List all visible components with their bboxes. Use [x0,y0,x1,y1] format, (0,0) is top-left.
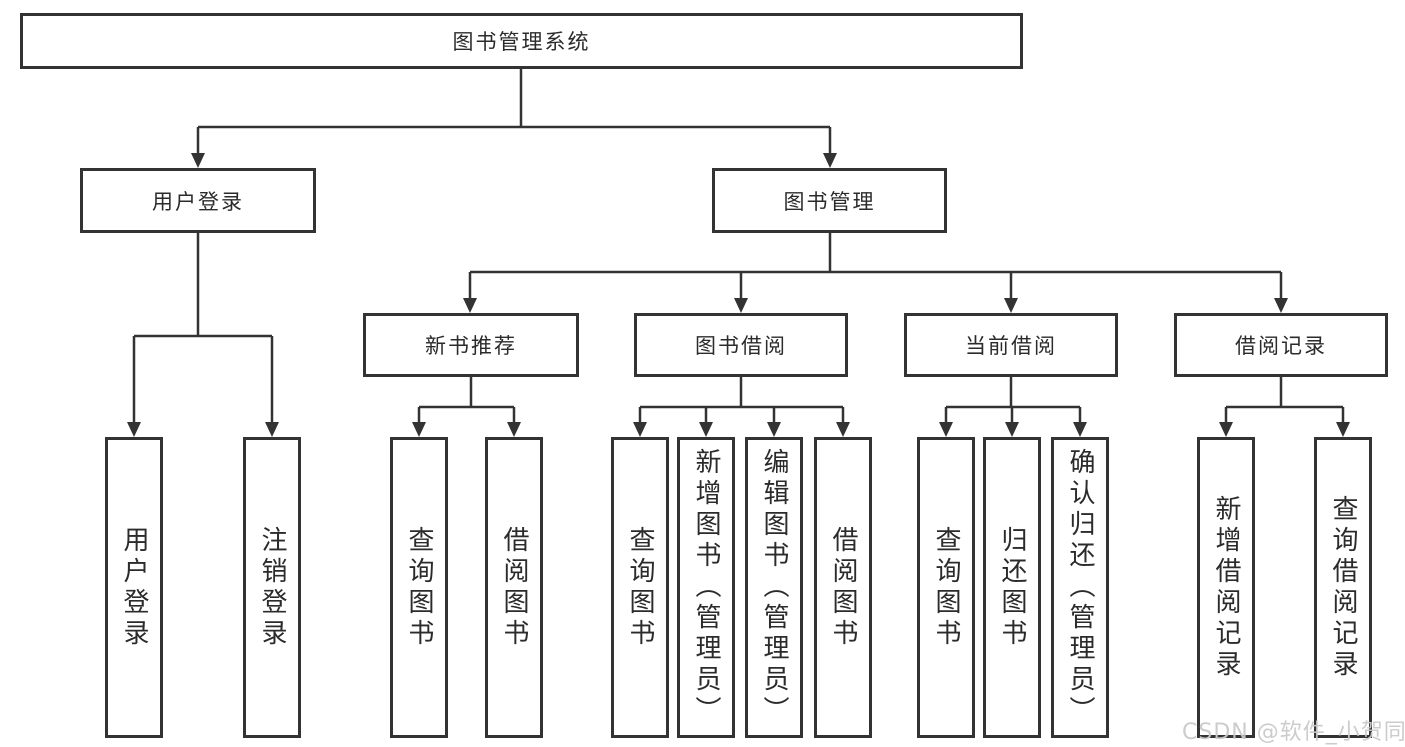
node-root: 图书管理系统 [20,13,1023,69]
leaf-bb-query-books-label: 查询图书 [625,525,655,650]
leaf-cb-return-books-label: 归还图书 [997,525,1027,650]
leaf-cb-query-books-label: 查询图书 [931,525,961,650]
leaf-cb-return-books: 归还图书 [983,437,1041,738]
node-user-login: 用户登录 [80,168,316,233]
node-book-borrow: 图书借阅 [634,313,848,377]
leaf-bb-add-books-admin-label: 新增图书（管理员） [691,448,721,727]
leaf-logout-label: 注销登录 [257,525,287,650]
leaf-nbr-query-books: 查询图书 [390,437,448,738]
leaf-br-add-record-label: 新增借阅记录 [1211,494,1241,681]
leaf-user-login: 用户登录 [105,437,163,738]
leaf-nbr-borrow-books-label: 借阅图书 [499,525,529,650]
leaf-nbr-borrow-books: 借阅图书 [485,437,543,738]
node-borrow-records: 借阅记录 [1174,313,1388,377]
leaf-bb-borrow-books-label: 借阅图书 [828,525,858,650]
leaf-cb-confirm-return-admin: 确认归还（管理员） [1051,437,1109,738]
leaf-nbr-query-books-label: 查询图书 [404,525,434,650]
leaf-bb-borrow-books: 借阅图书 [814,437,872,738]
leaf-bb-edit-books-admin: 编辑图书（管理员） [745,437,803,738]
leaf-bb-query-books: 查询图书 [611,437,669,738]
leaf-bb-edit-books-admin-label: 编辑图书（管理员） [759,448,789,727]
leaf-logout: 注销登录 [243,437,301,738]
leaf-cb-confirm-return-admin-label: 确认归还（管理员） [1065,448,1095,727]
node-current-borrow: 当前借阅 [904,313,1118,377]
leaf-br-query-record: 查询借阅记录 [1314,437,1372,738]
watermark: CSDN @软件_小贺同学 [1182,720,1405,745]
leaf-br-query-record-label: 查询借阅记录 [1328,494,1358,681]
leaf-br-add-record: 新增借阅记录 [1197,437,1255,738]
leaf-cb-query-books: 查询图书 [917,437,975,738]
leaf-user-login-label: 用户登录 [119,525,149,650]
node-new-book-recommend: 新书推荐 [363,313,579,377]
leaf-bb-add-books-admin: 新增图书（管理员） [677,437,735,738]
node-book-management: 图书管理 [712,168,947,233]
